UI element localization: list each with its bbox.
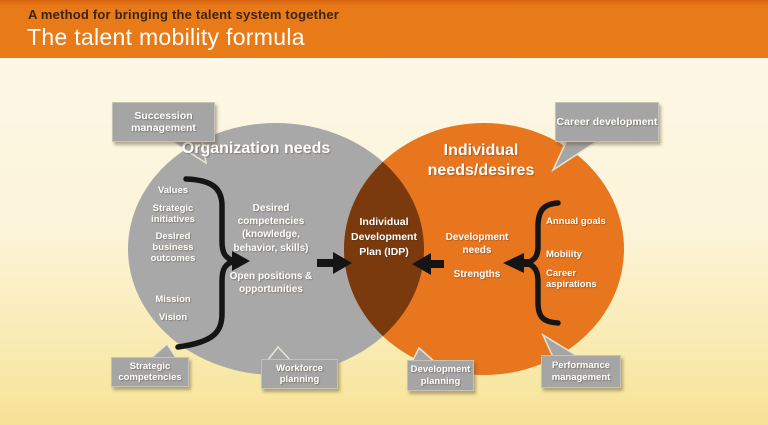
slide-header: A method for bringing the talent system … [0, 0, 768, 58]
ind-item-career-aspirations: Career aspirations [546, 268, 597, 290]
idp-label: Individual Development Plan (IDP) [351, 216, 417, 259]
individual-needs-title: Individual needs/desires [427, 142, 535, 179]
left-brace-arrow [232, 251, 250, 271]
org-desired-competencies: Desired competencies (knowledge, behavio… [233, 203, 309, 254]
org-item-strategic-initiatives: Strategic initiatives [151, 203, 195, 225]
slide-subtitle: A method for bringing the talent system … [28, 7, 340, 22]
callout-succession-management: Succession management [112, 102, 215, 142]
gray-to-idp-arrow [333, 252, 352, 274]
org-item-mission: Mission [155, 294, 191, 305]
right-brace-arrow [503, 253, 524, 273]
callout-workforce-planning: Workforce planning [261, 359, 338, 389]
ind-item-mobility: Mobility [546, 249, 582, 260]
callout-performance-management: Performance management [541, 355, 621, 388]
org-item-values: Values [157, 185, 189, 196]
callout-development-planning: Development planning [407, 360, 474, 391]
callout-strategic-competencies: Strategic competencies [111, 357, 189, 387]
page-title: The talent mobility formula [27, 24, 305, 50]
organization-needs-circle [128, 123, 424, 375]
ind-strengths: Strengths [453, 269, 501, 280]
org-item-desired-business-outcomes: Desired business outcomes [150, 231, 196, 264]
org-item-vision: Vision [158, 312, 188, 323]
ind-development-needs: Development needs [445, 232, 509, 257]
ind-item-annual-goals: Annual goals [546, 216, 606, 227]
right-to-idp-arrow [412, 253, 431, 275]
organization-needs-title: Organization needs [181, 140, 331, 157]
individual-needs-circle [344, 123, 624, 375]
callout-career-development: Career development [555, 102, 659, 142]
org-open-positions: Open positions & opportunities [229, 271, 313, 296]
